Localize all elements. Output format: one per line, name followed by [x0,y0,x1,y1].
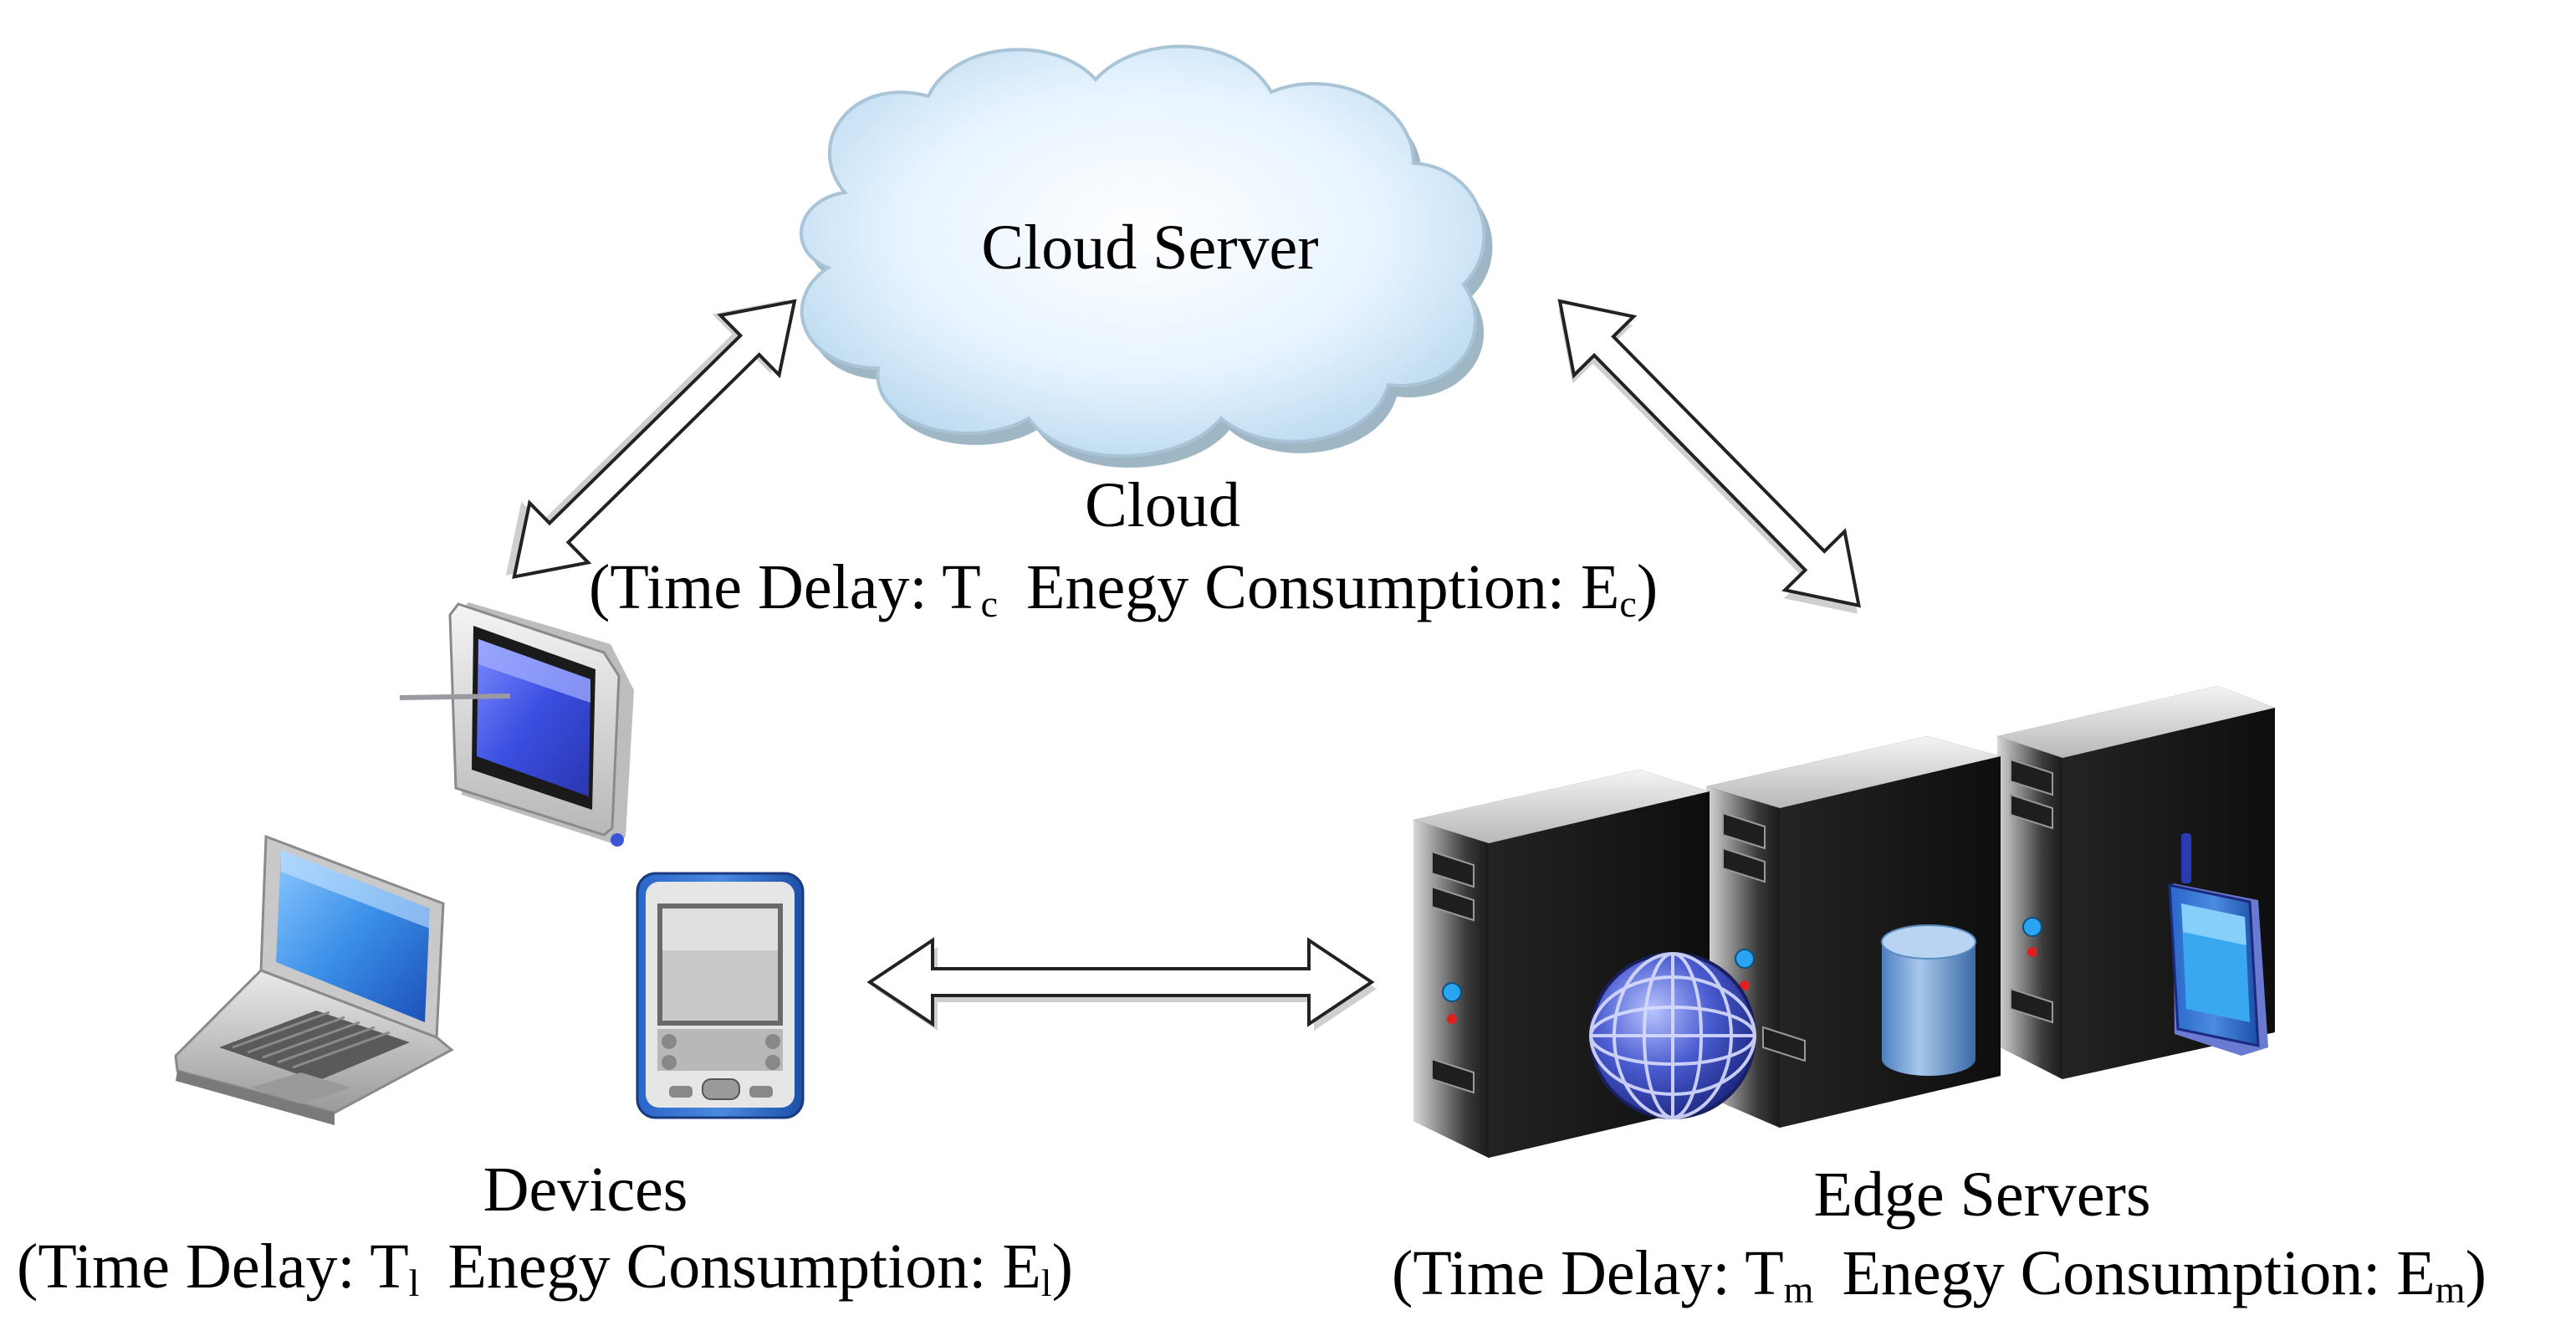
mobile-phone-icon [2168,833,2268,1056]
arrow-cloud-devices [505,299,797,579]
devices-label: Devices [483,1154,688,1225]
cloud-server-title: Cloud Server [981,212,1319,283]
laptop-icon [174,834,454,1125]
tablet-icon [399,602,634,847]
arrow-cloud-edge [1557,299,1861,614]
edge-servers-label: Edge Servers [1813,1159,2151,1230]
arrow-devices-edge [866,937,1377,1031]
database-icon [1881,924,1976,1076]
pda-icon [636,872,805,1119]
cloud-label: Cloud [1085,470,1240,540]
cloud-icon [799,44,1493,468]
server-rack-icon [1413,686,2275,1158]
globe-icon [1589,952,1756,1119]
